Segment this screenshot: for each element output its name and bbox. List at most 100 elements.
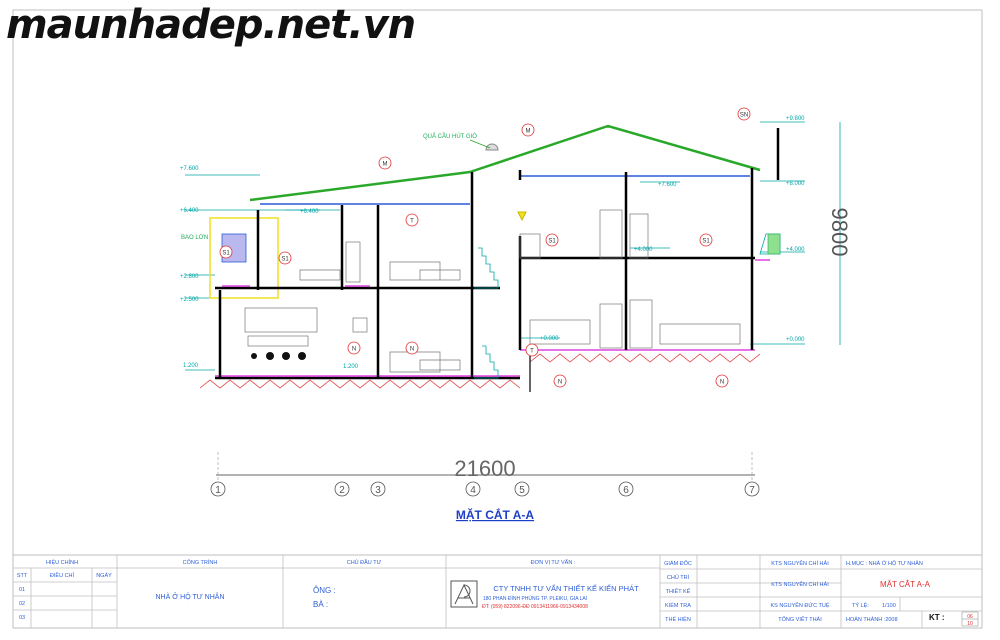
elev-label: +4.000 (634, 247, 653, 253)
tag-label: M (383, 162, 388, 168)
grid-label: 3 (375, 485, 381, 496)
role: THIẾT KẾ (666, 588, 691, 595)
elev-label: +0.000 (540, 336, 559, 342)
grid-bubble-6: 6 (618, 481, 634, 497)
material-tag: N (715, 374, 729, 388)
roof-vent-leader (469, 139, 491, 149)
consultant-header: ĐƠN VỊ TƯ VẤN : (531, 559, 576, 566)
project-header: CÔNG TRÌNH (183, 559, 218, 566)
rev-col: NGÀY (96, 572, 112, 579)
company-logo (450, 580, 478, 608)
material-tag: SN (737, 107, 751, 121)
section-title: MẶT CẮT A-A (456, 507, 535, 522)
material-tag: M (521, 123, 535, 137)
grid-bubble-3: 3 (370, 481, 386, 497)
elev-label: +6.400 (300, 209, 319, 215)
company-address: 180 PHAN ĐÌNH PHÙNG TP. PLEIKU, GIA LAI (483, 595, 587, 602)
overall-dim: 21600 (454, 456, 515, 481)
scale-value: 1/100 (882, 603, 896, 609)
tag-label: S1 (222, 251, 230, 257)
tag-label: N (410, 347, 414, 353)
elev-label: +7.600 (658, 182, 677, 188)
material-tag: S1 (219, 245, 233, 259)
role: THỂ HIỆN (665, 615, 691, 623)
balcony-highlight (209, 217, 279, 299)
roof-vent-label: QUẢ CẦU HÚT GIÓ (423, 133, 477, 140)
company-name: CTY TNHH TƯ VẤN THIẾT KẾ KIẾN PHÁT (493, 583, 639, 593)
grid-label: 1 (215, 485, 221, 496)
material-tag: N (405, 341, 419, 355)
tag-label: T (410, 219, 414, 225)
rev-row: 03 (19, 615, 25, 621)
elev-label: +6.400 (180, 208, 199, 214)
sheet-no: 06 (967, 614, 973, 620)
drawing-frame (12, 9, 983, 629)
rev-col: STT (17, 573, 28, 579)
material-tag: T (525, 343, 539, 357)
completed-label: HOÀN THÀNH :2008 (846, 616, 898, 623)
person-name: KS NGUYỄN ĐỨC TUỆ (771, 601, 830, 609)
person-name: KTS NGUYỄN CHÍ HẢI (771, 560, 829, 567)
tag-label: S1 (702, 239, 710, 245)
material-tag: N (347, 341, 361, 355)
elev-label: +8.000 (786, 181, 805, 187)
material-tag: M (378, 156, 392, 170)
site-watermark: maunhadep.net.vn (6, 2, 416, 48)
kt-label: KT : (929, 613, 945, 622)
material-tag: S1 (699, 233, 713, 247)
owner-mrs: BÀ : (313, 600, 328, 609)
drawing-name: MẶT CẮT A-A (880, 580, 931, 589)
grid-bubble-7: 7 (744, 481, 760, 497)
grid-bubble-4: 4 (465, 481, 481, 497)
item-label: H.MỤC : NHÀ Ở HỘ TƯ NHÂN (846, 560, 923, 567)
sheet-total: 10 (967, 621, 973, 627)
grid-label: 2 (339, 485, 345, 496)
grid-label: 5 (519, 485, 525, 496)
grid-bubble-5: 5 (514, 481, 530, 497)
material-tag: N (553, 374, 567, 388)
roof-left (249, 170, 471, 202)
tag-label: S1 (281, 257, 289, 263)
section-drawing: QUẢ CẦU HÚT GIÓ 9800 +7.600 +6.400 +6.40… (180, 116, 852, 522)
project-name: NHÀ Ở HỘ TƯ NHÂN (155, 592, 224, 601)
rev-row: 02 (19, 601, 25, 607)
role: GIÁM ĐỐC (664, 560, 692, 567)
tag-label: N (352, 347, 356, 353)
company-phone: ĐT: (059) 822096-ĐĐ 0913411966-091343400… (482, 604, 588, 610)
tag-label: T (530, 349, 534, 355)
grid-bubble-2: 2 (334, 481, 350, 497)
person-name: KTS NGUYỄN CHÍ HẢI (771, 581, 829, 588)
elev-label: +9.800 (786, 116, 805, 122)
elev-label: +7.600 (180, 166, 199, 172)
material-tag: T (405, 213, 419, 227)
grid-label: 7 (749, 485, 755, 496)
grid-bubble-1: 1 (210, 481, 226, 497)
grid-label: 6 (623, 485, 629, 496)
elev-label: 1.200 (343, 364, 359, 370)
scale-label: TỶ LỆ: (852, 601, 869, 609)
material-tag: S1 (545, 233, 559, 247)
balcony-label: BAO LƠN (181, 235, 208, 241)
revision-header: HIỆU CHỈNH (46, 558, 78, 566)
role: KIỂM TRA (665, 602, 691, 609)
title-block: HIỆU CHỈNH STT ĐIỀU CHỈ NGÀY 01 02 03 CÔ… (12, 554, 983, 629)
roof-main (469, 124, 761, 174)
owner-mr: ÔNG : (313, 586, 336, 595)
elev-label: +2.800 (180, 274, 199, 280)
tag-label: S1 (548, 239, 556, 245)
rev-col: ĐIỀU CHỈ (50, 572, 75, 579)
tag-label: N (720, 380, 724, 386)
tag-label: M (526, 129, 531, 135)
person-name: TỐNG VIẾT THÁI (778, 616, 822, 623)
elev-label: 1.200 (183, 363, 199, 369)
rev-row: 01 (19, 587, 25, 593)
elev-label: +0.000 (786, 337, 805, 343)
elev-label: +2.500 (180, 297, 199, 303)
grid-label: 4 (470, 485, 476, 496)
tag-label: SN (740, 113, 748, 119)
roof-vent-icon (485, 143, 499, 151)
elev-label: +4.000 (786, 247, 805, 253)
tag-label: N (558, 380, 562, 386)
height-dim: 9800 (827, 208, 852, 257)
owner-header: CHỦ ĐẦU TƯ (347, 559, 382, 566)
